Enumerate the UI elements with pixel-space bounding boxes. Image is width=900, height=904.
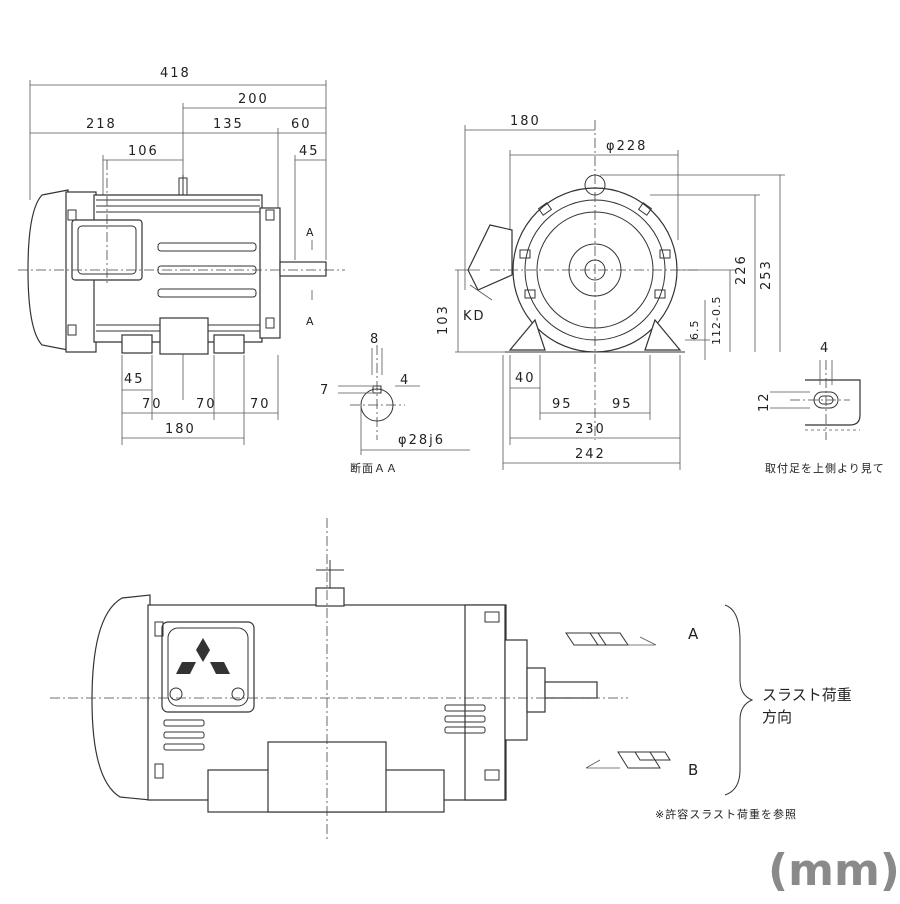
key-width: 8: [370, 332, 380, 347]
dim-200: 200: [238, 92, 269, 107]
dim-242: 242: [575, 447, 606, 462]
side-view: 418 200 218 135 60 45 106: [18, 66, 345, 445]
section-mark-a-bottom: A: [306, 315, 315, 328]
dim-106: 106: [128, 144, 159, 159]
key-depth: 4: [400, 373, 410, 388]
foot-dim-4: 4: [820, 341, 830, 356]
dim-218: 218: [86, 117, 117, 132]
thrust-label-a: A: [688, 625, 699, 643]
dim-135: 135: [213, 117, 244, 132]
dim-60: 60: [291, 117, 312, 132]
dim-112: 112-0.5: [710, 296, 723, 345]
dim-45-foot: 45: [124, 372, 145, 387]
dim-6-5: 6.5: [688, 320, 701, 341]
thrust-label-b: B: [688, 761, 698, 779]
thrust-note: ※許容スラスト荷重を参照: [655, 807, 797, 821]
dim-180-foot: 180: [165, 422, 196, 437]
dim-226: 226: [734, 254, 749, 285]
dim-70-a: 70: [142, 397, 163, 412]
foot-detail: 4 12 取付足を上側より見て: [757, 341, 885, 475]
thrust-view: A B スラスト荷重 方向 ※許容スラスト荷重を参照: [50, 518, 852, 840]
dim-230: 230: [575, 422, 606, 437]
section-aa-view: 8 7 4 φ28j6 断面ＡＡ: [320, 332, 470, 475]
section-label: 断面ＡＡ: [350, 461, 398, 475]
dim-45-shaft: 45: [299, 144, 320, 159]
dim-103: 103: [436, 304, 451, 335]
key-side: 7: [320, 383, 330, 398]
dim-kd: KD: [463, 309, 486, 324]
unit-label: (mm): [768, 845, 900, 896]
dim-180-front: 180: [510, 114, 541, 129]
dim-95-b: 95: [612, 397, 633, 412]
thrust-direction-line1: スラスト荷重: [762, 686, 852, 704]
dim-overall-length: 418: [160, 66, 191, 81]
dim-253: 253: [759, 259, 774, 290]
thrust-direction-line2: 方向: [762, 708, 792, 726]
foot-dim-12: 12: [757, 391, 772, 412]
shaft-diameter: φ28j6: [398, 433, 445, 448]
dim-95-a: 95: [552, 397, 573, 412]
diamond-logo-icon: [176, 638, 230, 674]
dim-40: 40: [515, 371, 536, 386]
front-view: 180 φ228 253: [436, 114, 785, 470]
foot-detail-caption: 取付足を上側より見て: [765, 462, 885, 475]
dim-70-c: 70: [250, 397, 271, 412]
dim-70-b: 70: [196, 397, 217, 412]
section-mark-a-top: A: [306, 226, 315, 239]
dim-phi-228: φ228: [606, 139, 647, 154]
